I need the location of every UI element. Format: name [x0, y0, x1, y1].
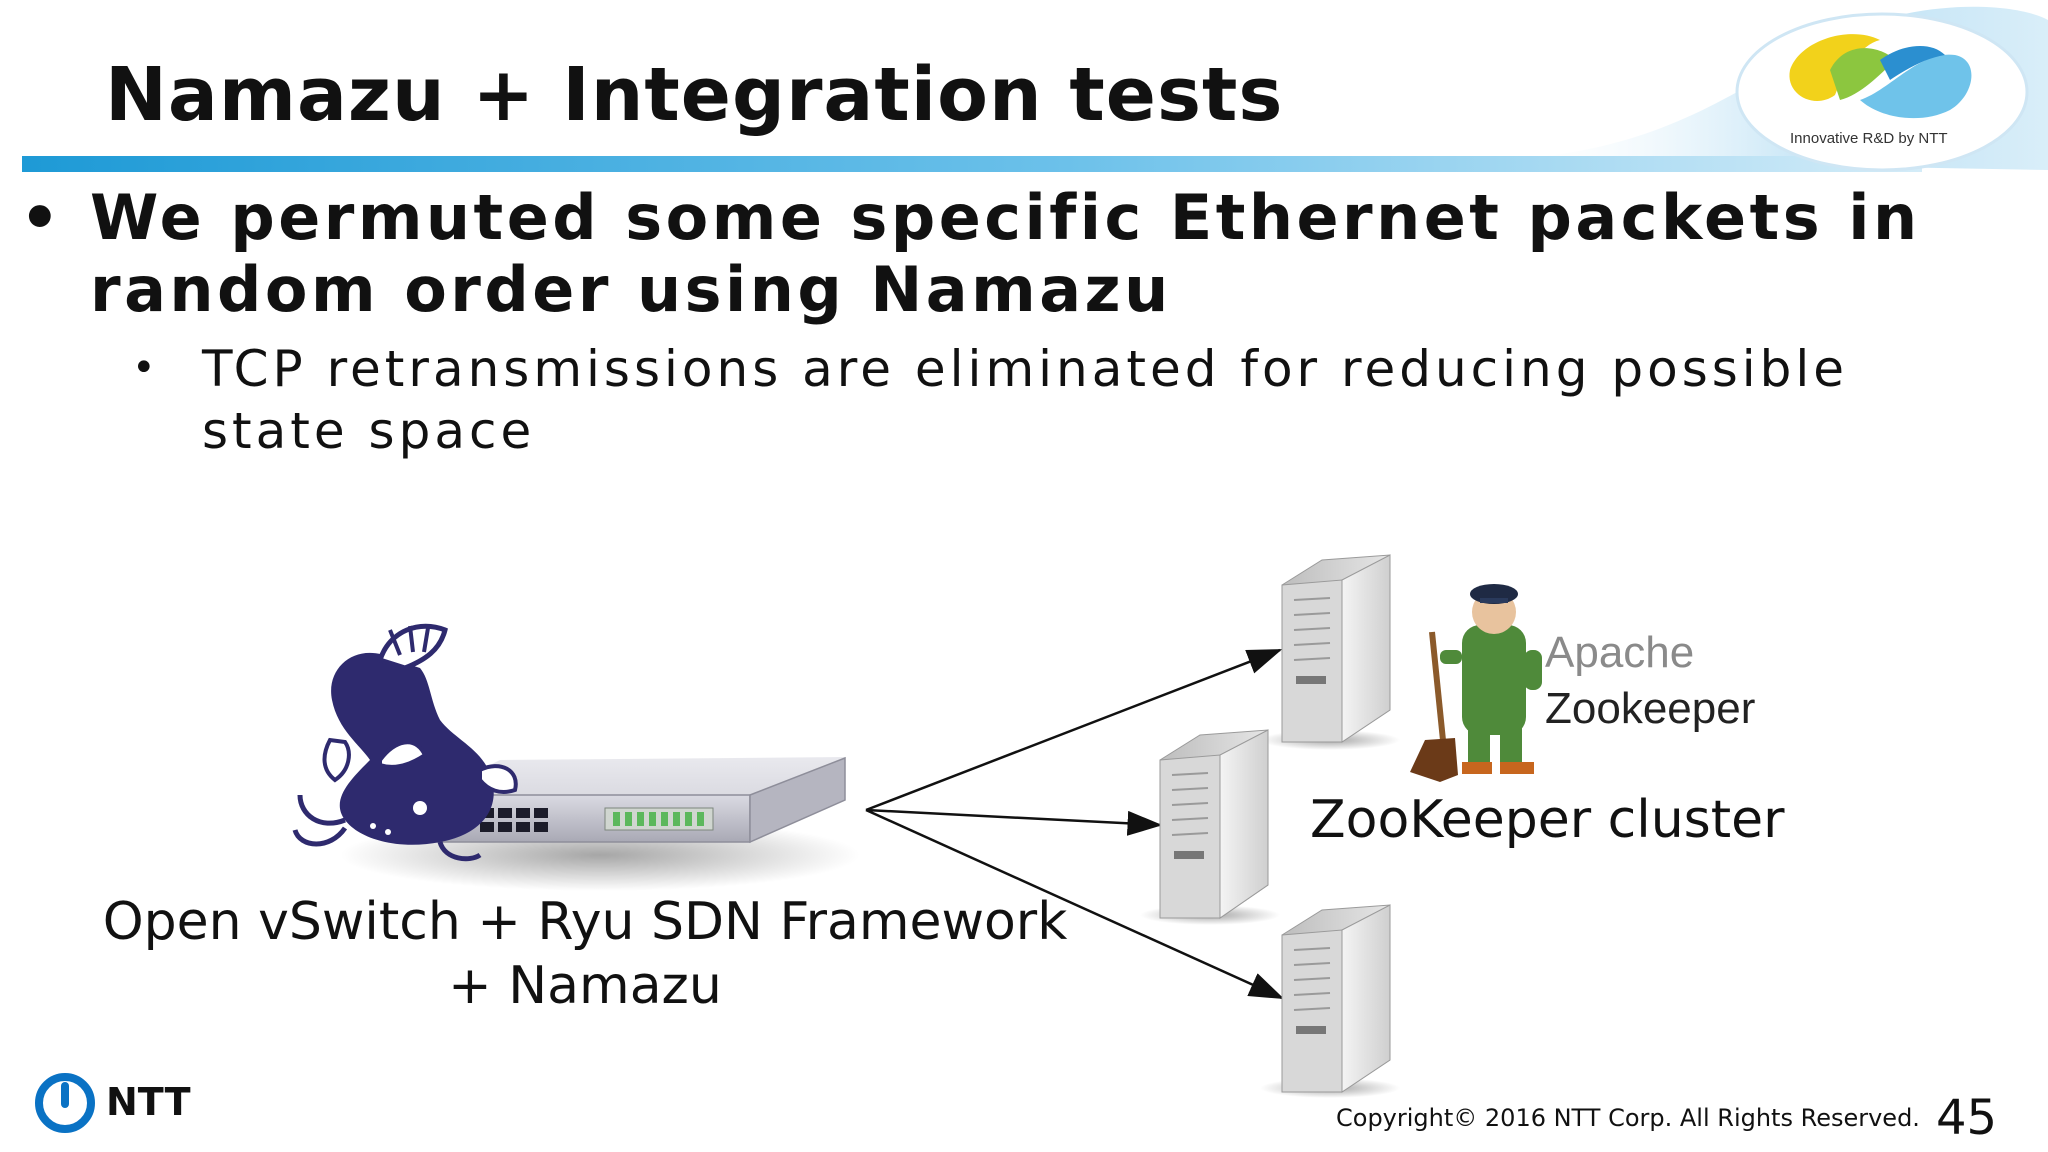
arrow-to-server-top — [865, 648, 1283, 812]
namazu-catfish-icon — [292, 623, 518, 862]
packet-arrows — [865, 648, 1285, 1000]
server-bottom-icon — [1260, 904, 1400, 1098]
zookeeper-mascot-icon — [1410, 584, 1542, 782]
arrow-to-server-bottom — [865, 808, 1285, 1000]
server-top-icon — [1260, 554, 1400, 750]
network-switch-icon — [340, 756, 860, 891]
server-middle-icon — [1140, 729, 1280, 925]
header-bar — [22, 156, 1922, 172]
bullet-marker-sub: • — [132, 345, 156, 391]
switch-label-line1: Open vSwitch + Ryu SDN Framework — [102, 892, 1068, 952]
arrow-to-server-middle — [865, 808, 1163, 836]
ntt-logo-icon — [35, 1073, 95, 1133]
switch-led-panel — [604, 807, 714, 831]
bullet-primary: We permuted some specific Ethernet packe… — [90, 181, 1921, 326]
header-decoration — [22, 6, 2048, 172]
page-number: 45 — [1936, 1090, 1998, 1146]
slide-title: Namazu + Integration tests — [105, 52, 1284, 138]
zookeeper-logo-name: Zookeeper — [1545, 684, 1756, 733]
zookeeper-logo-apache: Apache — [1545, 628, 1695, 677]
footer-brand: NTT — [106, 1080, 191, 1124]
switch-label: Open vSwitch + Ryu SDN Framework + Namaz… — [100, 890, 1070, 1018]
copyright-text: Copyright© 2016 NTT Corp. All Rights Res… — [1336, 1104, 1920, 1132]
zookeeper-cluster-label: ZooKeeper cluster — [1310, 790, 1785, 850]
logo-tagline: Innovative R&D by NTT — [1790, 130, 1948, 147]
switch-label-line2: + Namazu — [448, 956, 722, 1016]
ntt-rd-logo-icon — [1789, 34, 1972, 119]
bullet-marker: • — [20, 181, 64, 254]
bullet-secondary: TCP retransmissions are eliminated for r… — [202, 340, 1849, 460]
